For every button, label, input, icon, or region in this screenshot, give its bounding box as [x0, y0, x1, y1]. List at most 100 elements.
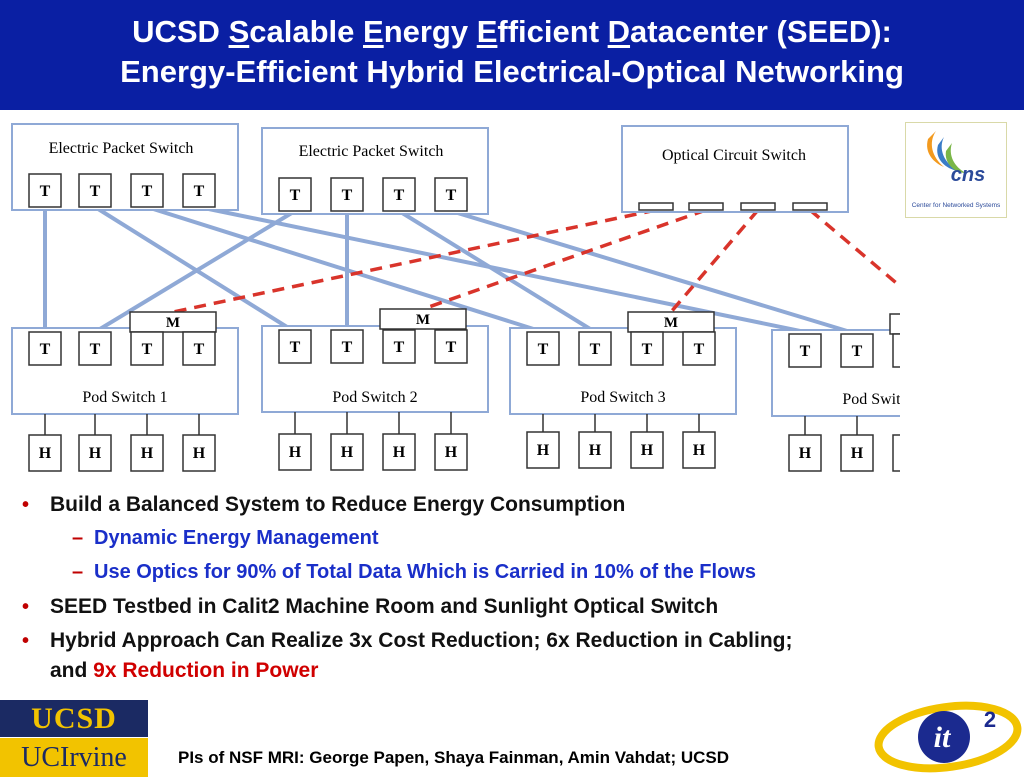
optical-link: [422, 208, 707, 311]
host: H: [330, 433, 364, 471]
svg-text:T: T: [694, 341, 705, 358]
svg-text:H: H: [445, 444, 458, 461]
host: H: [526, 431, 560, 469]
core-layer: Electric Packet Switch T T T T Electric …: [11, 123, 849, 215]
pod-switch-4: M T T T T Pod Switch 4 H H H H: [771, 313, 900, 472]
electrical-link: [93, 209, 297, 334]
svg-text:H: H: [851, 445, 864, 462]
bullet-list: •Build a Balanced System to Reduce Energ…: [22, 490, 1002, 690]
electrical-link: [198, 205, 806, 334]
cns-swirl-icon: cns Center for Networked Systems: [912, 131, 1001, 209]
trunk-port: T: [434, 177, 468, 212]
svg-text:it: it: [934, 721, 952, 754]
svg-text:H: H: [693, 442, 706, 459]
host: H: [840, 434, 874, 472]
core-switch-label: Optical Circuit Switch: [662, 147, 806, 164]
pod-port: T: [278, 329, 312, 364]
uc-irvine-logo: UCIrvine: [0, 738, 148, 777]
svg-text:T: T: [446, 339, 457, 356]
trunk-port: T: [78, 173, 112, 208]
pod-port: T: [78, 331, 112, 366]
pod-port: T: [130, 331, 164, 366]
pod-switch-1: M T T T T Pod Switch 1 H H H H: [11, 311, 239, 472]
pod-port: T: [434, 329, 468, 364]
optical-link: [669, 208, 760, 314]
host: H: [182, 434, 216, 472]
svg-text:T: T: [40, 183, 51, 200]
mux: M: [379, 308, 467, 330]
svg-text:H: H: [641, 442, 654, 459]
optical-link: [172, 208, 657, 314]
pod-switch-label: Pod Switch 1: [82, 389, 167, 406]
host: H: [434, 433, 468, 471]
svg-text:2: 2: [984, 707, 996, 732]
svg-text:T: T: [852, 343, 863, 360]
host-wires: [44, 414, 200, 435]
svg-text:T: T: [642, 341, 653, 358]
host: H: [130, 434, 164, 472]
pod-port: T: [382, 329, 416, 364]
pod-port: T: [182, 331, 216, 366]
mux: M: [889, 313, 900, 335]
core-switch-eps-1: Electric Packet Switch T T T T: [11, 123, 239, 211]
host: H: [630, 431, 664, 469]
host: H: [28, 434, 62, 472]
calit2-logo: it 2: [874, 701, 1022, 773]
host: H: [682, 431, 716, 469]
host-wires: [804, 416, 858, 435]
svg-text:T: T: [342, 187, 353, 204]
footer-credits: PIs of NSF MRI: George Papen, Shaya Fain…: [178, 748, 730, 767]
pod-port: T: [330, 329, 364, 364]
pod-port: T: [526, 331, 560, 366]
svg-text:T: T: [194, 341, 205, 358]
trunk-port: T: [28, 173, 62, 208]
svg-text:T: T: [290, 187, 301, 204]
core-switch-label: Electric Packet Switch: [49, 140, 194, 157]
host-wires: [542, 414, 700, 432]
optical-links: [172, 208, 900, 314]
svg-text:T: T: [90, 183, 101, 200]
bullet-1: •Build a Balanced System to Reduce Energ…: [22, 493, 626, 516]
cns-logo: cns Center for Networked Systems: [905, 122, 1007, 218]
mux: M: [129, 311, 217, 333]
svg-text:H: H: [141, 445, 154, 462]
trunk-port: T: [278, 177, 312, 212]
host: H: [78, 434, 112, 472]
svg-text:T: T: [538, 341, 549, 358]
pod-switch-3: M T T T T Pod Switch 3 H H H H: [509, 311, 737, 469]
core-switch-eps-2: Electric Packet Switch T T T T: [261, 127, 489, 215]
title-line-1: UCSD Scalable Energy Efficient Datacente…: [132, 14, 892, 49]
host-wires: [294, 412, 452, 434]
svg-text:T: T: [446, 187, 457, 204]
trunk-port: T: [130, 173, 164, 208]
pod-port: T: [892, 333, 900, 368]
title-line-2: Energy-Efficient Hybrid Electrical-Optic…: [120, 54, 904, 89]
svg-text:T: T: [342, 339, 353, 356]
pod-port: T: [630, 331, 664, 366]
pod-port: T: [682, 331, 716, 366]
mux: M: [627, 311, 715, 333]
pod-switch-2: M T T T T Pod Switch 2 H H H H: [261, 308, 489, 471]
pod-switch-label: Pod Switch 2: [332, 389, 417, 406]
svg-text:T: T: [800, 343, 811, 360]
electrical-link: [450, 209, 858, 336]
svg-text:cns: cns: [951, 164, 985, 186]
pod-switch-label: Pod Switch 4: [842, 391, 900, 408]
optical-link: [808, 208, 900, 289]
links-layer: [43, 205, 900, 336]
pods-layer: M T T T T Pod Switch 1 H H H H M T T T T…: [11, 308, 900, 472]
pod-port: T: [578, 331, 612, 366]
trunk-port: T: [382, 177, 416, 212]
host: H: [788, 434, 822, 472]
pod-port: T: [840, 333, 874, 368]
host: H: [578, 431, 612, 469]
host: H: [278, 433, 312, 471]
sub-bullet-2: –Use Optics for 90% of Total Data Which …: [72, 561, 756, 583]
svg-text:T: T: [194, 183, 205, 200]
svg-text:H: H: [89, 445, 102, 462]
svg-text:T: T: [590, 341, 601, 358]
svg-text:Center for Networked Systems: Center for Networked Systems: [912, 202, 1001, 209]
svg-text:H: H: [193, 445, 206, 462]
svg-text:T: T: [142, 183, 153, 200]
core-switch-ocs: Optical Circuit Switch: [621, 125, 849, 213]
